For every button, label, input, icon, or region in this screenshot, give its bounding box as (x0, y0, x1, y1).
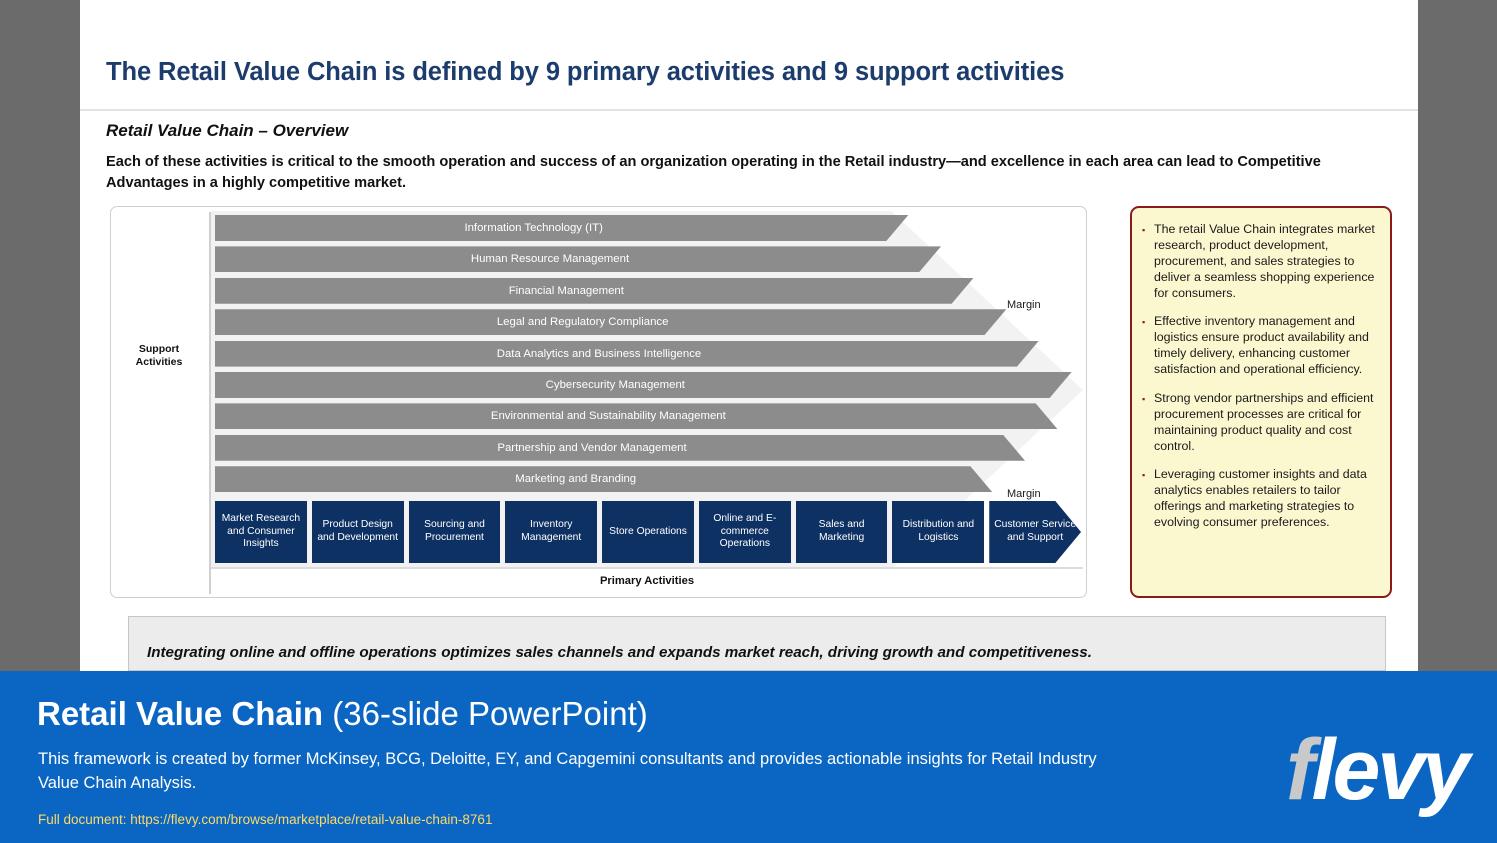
key-insights-list: ▪ The retail Value Chain integrates marke… (1142, 222, 1378, 531)
section-subheading: Retail Value Chain – Overview (106, 121, 349, 140)
primary-activity-label: Sourcing and Procurement (424, 519, 485, 543)
support-activities-label-line1: Support (138, 343, 180, 355)
key-insight-text: The retail Value Chain integrates market… (1154, 222, 1375, 300)
support-activities-label: Support Activities (123, 343, 195, 369)
bullet-square-icon: ▪ (1142, 470, 1146, 481)
key-insight-item: ▪ The retail Value Chain integrates marke… (1142, 222, 1378, 301)
key-insight-item: ▪ Leveraging customer insights and data a… (1142, 467, 1378, 531)
flevy-logo-f: f (1285, 722, 1315, 818)
key-insight-text: Leveraging customer insights and data an… (1154, 467, 1367, 529)
value-chain-panel: Support Activities Information Technolog… (110, 206, 1087, 598)
support-activity-label: Cybersecurity Management (545, 379, 685, 391)
key-takeaway-box: Integrating online and offline operation… (128, 616, 1386, 671)
primary-activity-box[interactable]: Online and E-commerce Operations (698, 501, 791, 563)
margin-label-bottom: Margin (1007, 488, 1041, 500)
bullet-square-icon: ▪ (1142, 317, 1146, 328)
page-title: The Retail Value Chain is defined by 9 p… (106, 58, 1065, 86)
key-takeaway-text: Integrating online and offline operation… (147, 644, 1092, 661)
banner-title: Retail Value Chain (36-slide PowerPoint) (37, 695, 648, 733)
banner-title-strong: Retail Value Chain (37, 695, 324, 732)
bullet-square-icon: ▪ (1142, 393, 1146, 404)
key-insight-item: ▪ Effective inventory management and logi… (1142, 314, 1378, 378)
primary-activity-label: Customer Service and Support (994, 519, 1077, 543)
primary-activity-label: Store Operations (609, 525, 687, 537)
support-activity-label: Data Analytics and Business Intelligence (496, 347, 702, 360)
banner-document-link[interactable]: Full document: https://flevy.com/browse/… (38, 812, 493, 827)
support-activity-bar: Information Technology (IT) (215, 215, 909, 241)
flevy-promo-banner: Retail Value Chain (36-slide PowerPoint)… (0, 671, 1497, 843)
support-activity-bar: Data Analytics and Business Intelligence (215, 340, 1039, 367)
primary-activity-box[interactable]: Inventory Management (505, 501, 598, 563)
key-insight-item: ▪ Strong vendor partnerships and efficien… (1142, 391, 1378, 455)
support-activity-bar: Partnership and Vendor Management (215, 434, 1026, 461)
primary-activity-label: Online and E-commerce Operations (713, 513, 777, 550)
primary-activity-label: Market Research and Consumer Insights (221, 513, 301, 550)
primary-activity-box[interactable]: Sourcing and Procurement (408, 501, 501, 563)
key-insight-text: Strong vendor partnerships and efficient… (1154, 390, 1374, 453)
primary-activity-box[interactable]: Store Operations (602, 501, 694, 563)
support-activity-label: Information Technology (IT) (464, 222, 603, 234)
key-insights-box: ▪ The retail Value Chain integrates marke… (1130, 206, 1392, 598)
support-activity-label: Human Resource Management (470, 253, 630, 266)
margin-label-top: Margin (1007, 299, 1041, 311)
flevy-logo-levy: levy (1311, 722, 1470, 818)
primary-activity-box[interactable]: Market Research and Consumer Insights (215, 501, 307, 563)
support-activities-label-line2: Activities (135, 356, 183, 369)
support-activities-bars: Information Technology (IT) Human Resourc… (215, 215, 1081, 565)
support-activity-bar: Environmental and Sustainability Managem… (215, 403, 1058, 430)
support-activity-bar: Financial Management (215, 277, 974, 304)
support-activity-bar: Legal and Regulatory Compliance (215, 309, 1007, 336)
banner-title-rest: (36-slide PowerPoint) (323, 695, 648, 732)
primary-activities-rule (211, 567, 1083, 569)
primary-activity-box[interactable]: Distribution and Logistics (892, 501, 985, 563)
primary-activity-label: Product Design and Development (317, 519, 399, 543)
support-activity-label: Marketing and Branding (515, 473, 637, 486)
slide-title-area: The Retail Value Chain is defined by 9 p… (80, 0, 1418, 111)
primary-activity-box[interactable]: Customer Service and Support (989, 501, 1082, 563)
primary-activity-label: Sales and Marketing (818, 519, 865, 543)
primary-activities-row: Market Research and Consumer Insights Pro… (215, 501, 1082, 563)
primary-activity-box[interactable]: Product Design and Development (311, 501, 404, 563)
primary-activities-label: Primary Activities (599, 575, 695, 587)
primary-activity-box[interactable]: Sales and Marketing (795, 501, 888, 563)
primary-activity-label: Distribution and Logistics (902, 519, 975, 543)
support-divider-line (209, 212, 211, 594)
flevy-logo[interactable]: flevy (1286, 727, 1470, 813)
slide-canvas: The Retail Value Chain is defined by 9 p… (80, 0, 1418, 671)
bullet-square-icon: ▪ (1142, 225, 1146, 235)
support-activity-label: Environmental and Sustainability Managem… (490, 410, 726, 423)
primary-activity-label: Inventory Management (521, 519, 582, 543)
support-activity-label: Legal and Regulatory Compliance (496, 316, 669, 329)
support-activity-bar: Marketing and Branding (215, 466, 993, 493)
support-activity-label: Partnership and Vendor Management (497, 441, 687, 454)
section-lead-text: Each of these activities is critical to … (106, 154, 1321, 191)
key-insight-text: Effective inventory management and logis… (1154, 314, 1369, 376)
support-activity-bar: Cybersecurity Management (215, 372, 1072, 398)
support-activity-label: Financial Management (508, 284, 624, 297)
support-activity-bar: Human Resource Management (215, 246, 941, 273)
banner-description: This framework is created by former McKi… (38, 750, 1097, 792)
